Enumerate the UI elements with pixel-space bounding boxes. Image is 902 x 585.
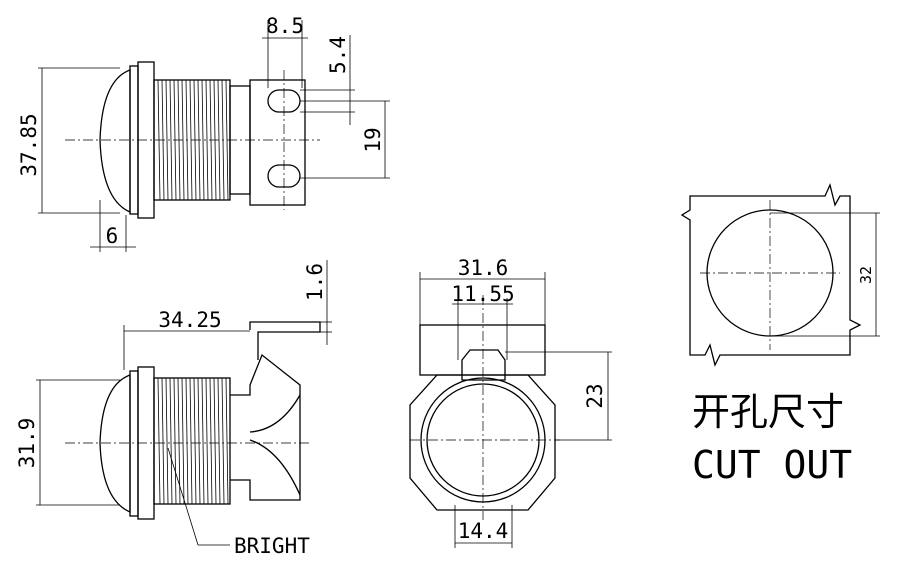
dim-cutout-diameter: 32 bbox=[857, 266, 875, 284]
dim-dome-height: 6 bbox=[106, 224, 119, 248]
dim-terminal-width: 11.55 bbox=[451, 282, 514, 306]
dim-rear-width: 31.6 bbox=[458, 256, 509, 280]
thread-line bbox=[177, 377, 181, 505]
thread-line bbox=[205, 377, 209, 505]
thread-line bbox=[169, 79, 173, 201]
thread-line bbox=[205, 79, 209, 201]
label-cutout-en: CUT OUT bbox=[692, 443, 852, 487]
rear-view: 31.6 11.55 23 14.4 bbox=[409, 256, 612, 548]
thread-line bbox=[157, 377, 161, 505]
dim-slot-spacing: 19 bbox=[361, 127, 385, 152]
dim-overall-diameter: 37.85 bbox=[17, 113, 41, 176]
dim-rear-height: 23 bbox=[583, 383, 607, 408]
thread-line bbox=[193, 377, 197, 505]
thread-line bbox=[165, 79, 169, 201]
dim-slot-width: 8.5 bbox=[266, 14, 304, 38]
thread-line bbox=[173, 377, 177, 505]
thread-line bbox=[209, 377, 213, 505]
thread-line bbox=[169, 377, 173, 505]
side-view-bottom: 34.25 1.6 31.9 BRIGHT bbox=[15, 260, 332, 558]
thread-line bbox=[201, 79, 205, 201]
dim-terminal-thickness: 1.6 bbox=[303, 263, 327, 301]
thread-line bbox=[165, 377, 169, 505]
cutout-view: 32 开孔尺寸 CUT OUT bbox=[680, 183, 880, 487]
thread-line bbox=[201, 377, 205, 505]
dim-overall-length: 34.25 bbox=[158, 308, 221, 332]
label-bright: BRIGHT bbox=[234, 534, 310, 558]
thread-line bbox=[225, 377, 229, 505]
dim-slot-offset: 5.4 bbox=[326, 36, 350, 74]
thread-line bbox=[213, 377, 217, 505]
dim-body-height: 31.9 bbox=[15, 418, 39, 469]
dim-bottom-width: 14.4 bbox=[458, 519, 509, 543]
thread-line bbox=[181, 377, 185, 505]
side-view-top: 37.85 8.5 5.4 19 6 bbox=[17, 14, 390, 252]
thread-line bbox=[161, 377, 165, 505]
label-cutout-cn: 开孔尺寸 bbox=[692, 390, 844, 434]
thread-line bbox=[217, 377, 221, 505]
thread-line bbox=[197, 377, 201, 505]
thread-line bbox=[189, 377, 193, 505]
thread-line bbox=[221, 377, 225, 505]
thread-line bbox=[185, 377, 189, 505]
